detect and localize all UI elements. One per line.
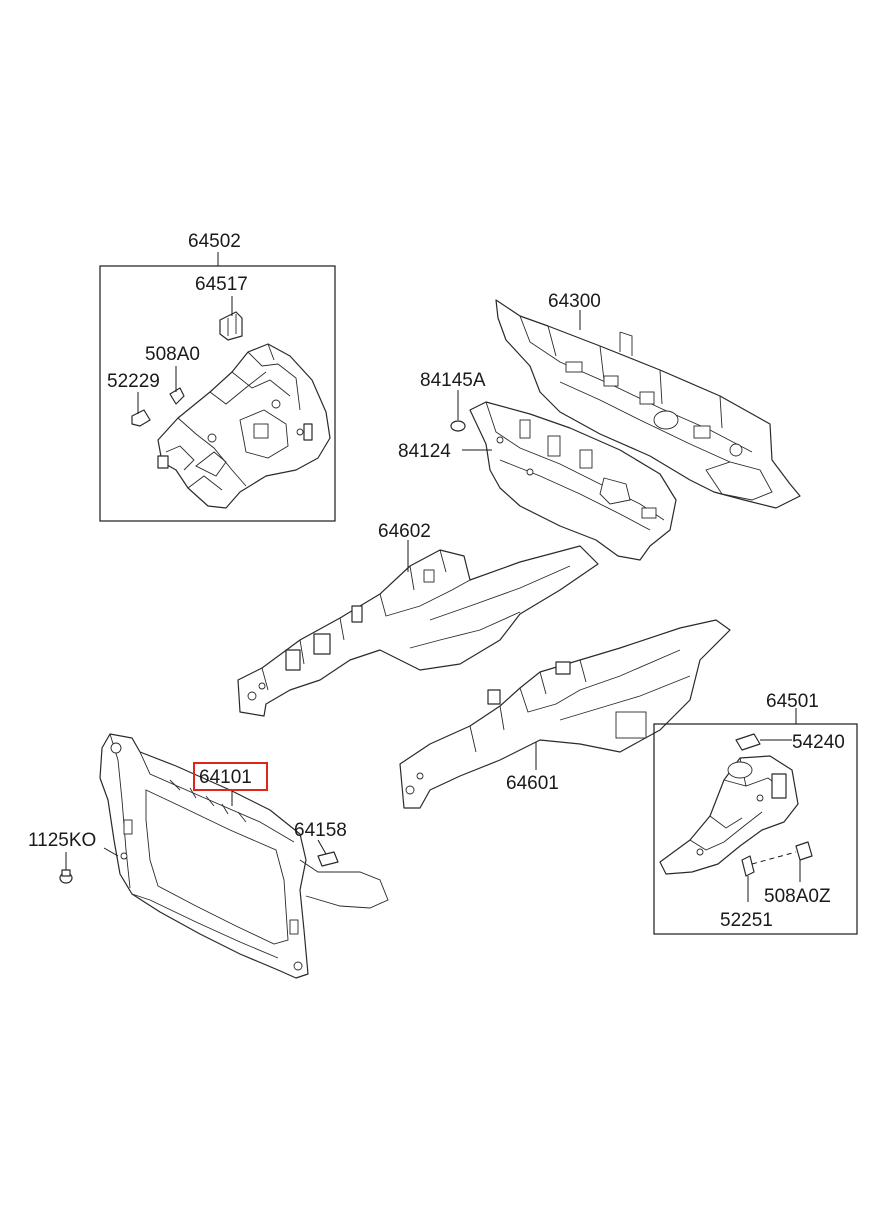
dash-panel-group: 64300 84145A 84124 (398, 291, 801, 561)
label-64517: 64517 (195, 274, 248, 295)
label-508A0Z: 508A0Z (764, 886, 831, 907)
front-side-member-drawing-left (131, 296, 331, 509)
bolt-1125KO-drawing (59, 852, 73, 884)
group-64502: 64502 64517 508A0 52229 (99, 231, 336, 522)
label-508A0: 508A0 (145, 344, 200, 365)
insulator-84124-drawing (469, 401, 677, 561)
label-64101: 64101 (199, 767, 252, 788)
clip-64158-drawing (317, 851, 339, 867)
side-member-64601: 64601 (399, 619, 731, 809)
label-64502: 64502 (188, 231, 241, 252)
label-1125KO: 1125KO (28, 830, 96, 851)
label-64602: 64602 (378, 521, 431, 542)
label-64300: 64300 (548, 291, 601, 312)
radiator-support-64101: 64101 64158 1125KO (28, 733, 389, 979)
label-64501: 64501 (766, 691, 819, 712)
side-member-64602: 64602 (237, 521, 599, 717)
group-box-64501 (653, 723, 858, 935)
front-side-member-drawing-right (659, 733, 813, 902)
grommet-84145A-drawing (450, 420, 466, 432)
label-54240: 54240 (792, 732, 845, 753)
group-64501: 64501 54240 508A0Z 52251 (653, 691, 858, 935)
label-52251: 52251 (720, 910, 773, 931)
highlight-box-64101 (193, 762, 268, 791)
label-84124: 84124 (398, 441, 451, 462)
group-box-64502 (99, 265, 336, 522)
label-84145A: 84145A (420, 370, 486, 391)
label-64158: 64158 (294, 820, 347, 841)
label-64601: 64601 (506, 773, 559, 794)
label-52229: 52229 (107, 371, 160, 392)
